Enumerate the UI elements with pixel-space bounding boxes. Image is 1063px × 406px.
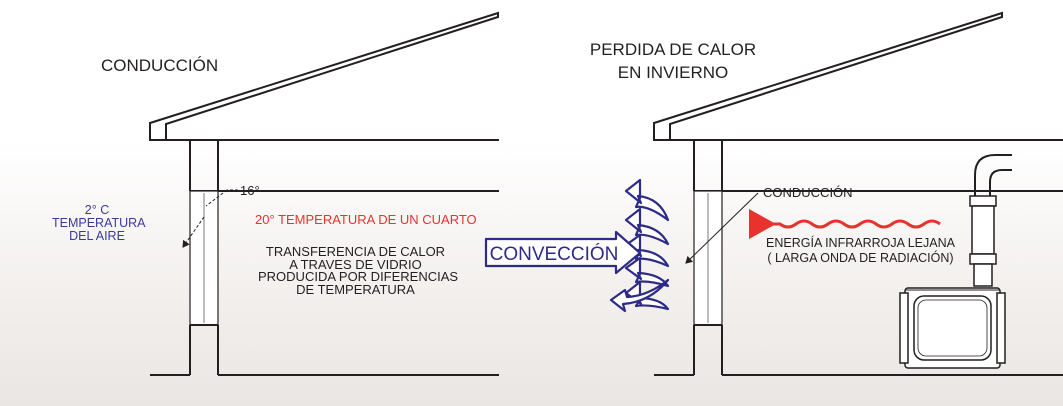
energy-line-1: ENERGÍA INFRARROJA LEJANA	[766, 236, 955, 250]
transfer-line-3: PRODUCIDA POR DIFERENCIAS	[258, 269, 459, 284]
transfer-line-2: A TRAVES DE VIDRIO	[289, 256, 422, 272]
title-right-line1: PERDIDA DE CALOR	[589, 40, 757, 59]
transfer-line-1: TRANSFERENCIA DE CALOR	[265, 244, 446, 259]
outside-label-1: TEMPERATURA	[52, 216, 146, 230]
convection-box-arrow	[484, 230, 642, 275]
left-leader-lines	[182, 189, 238, 248]
outside-temp: 2° C	[84, 203, 110, 217]
heater-icon	[899, 154, 1012, 369]
conduction-label-right: CONDUCCIÓN	[763, 185, 853, 200]
right-house-structure	[653, 11, 1063, 376]
left-house-structure	[149, 11, 499, 376]
title-right-line2: EN INVIERNO	[617, 63, 729, 82]
energy-line-2: ( LARGA ONDA DE RADIACIÓN)	[767, 251, 954, 265]
convection-arrows	[609, 178, 670, 313]
outside-label-2: DEL AIRE	[69, 229, 125, 243]
transfer-line-4: DE TEMPERATURA	[296, 281, 415, 297]
conduction-arrow	[685, 192, 759, 264]
title-right: PERDIDA DE CALOR EN INVIERNO	[578, 38, 768, 84]
convection-label: CONVECCIÓN	[489, 244, 619, 265]
glass-temperature: 16°	[240, 183, 260, 198]
outside-air-label: 2° C TEMPERATURA DEL AIRE	[52, 203, 146, 243]
infrared-energy-text: ENERGÍA INFRARROJA LEJANA ( LARGA ONDA D…	[753, 236, 968, 266]
room-temperature: 20° TEMPERATURA DE UN CUARTO	[255, 212, 477, 227]
title-left: CONDUCCIÓN	[101, 56, 219, 75]
infrared-wave	[749, 209, 941, 239]
heat-transfer-text: TRANSFERENCIA DE CALOR A TRAVES DE VIDRI…	[258, 244, 459, 297]
